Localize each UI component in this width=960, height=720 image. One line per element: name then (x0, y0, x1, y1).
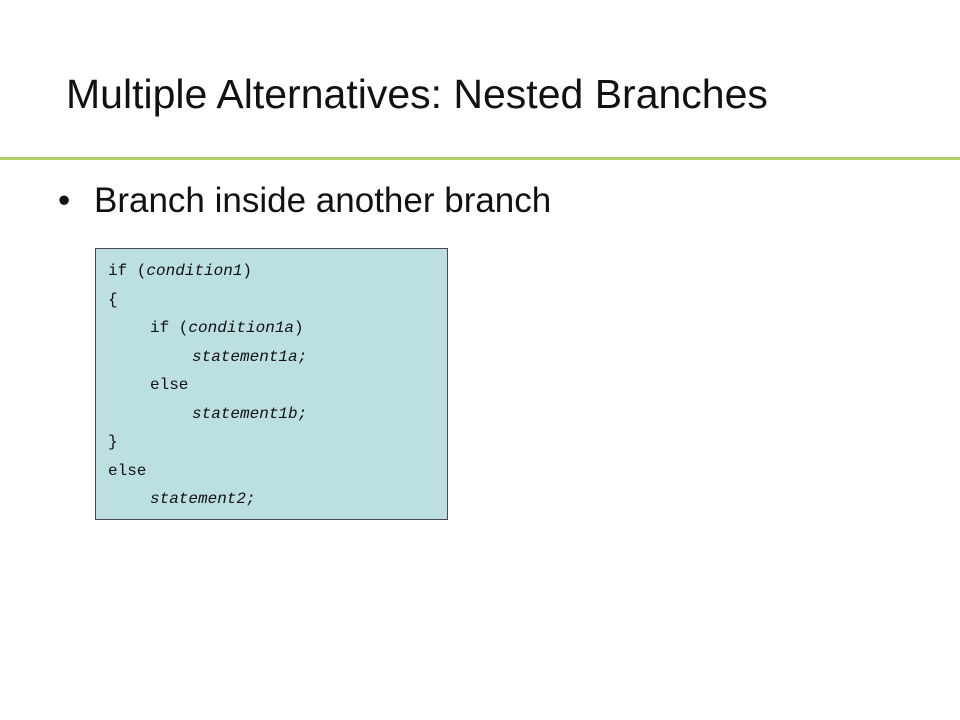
code-condition: condition1a (188, 319, 295, 337)
bullet-marker: • (58, 181, 71, 220)
code-keyword: if ( (108, 262, 147, 280)
code-block: if (condition1) { if (condition1a) state… (95, 248, 448, 520)
code-condition: condition1 (146, 262, 243, 280)
code-line: else (108, 461, 147, 480)
code-line: statement1b; (192, 404, 308, 423)
slide-title: Multiple Alternatives: Nested Branches (66, 71, 768, 117)
code-keyword: if ( (150, 319, 189, 337)
code-line: if (condition1a) (108, 314, 447, 343)
code-line: statement1a; (192, 347, 308, 366)
code-line: { (108, 290, 118, 309)
code-line: statement2; (150, 490, 256, 508)
code-punct: ) (294, 319, 304, 337)
code-line: } (108, 433, 118, 451)
bullet-text: Branch inside another branch (94, 181, 552, 220)
title-divider (0, 157, 960, 160)
code-punct: ) (242, 262, 253, 280)
bullet-item: • Branch inside another branch (58, 174, 551, 228)
code-line: else (150, 376, 189, 394)
code-line: if (condition1) (108, 257, 447, 286)
